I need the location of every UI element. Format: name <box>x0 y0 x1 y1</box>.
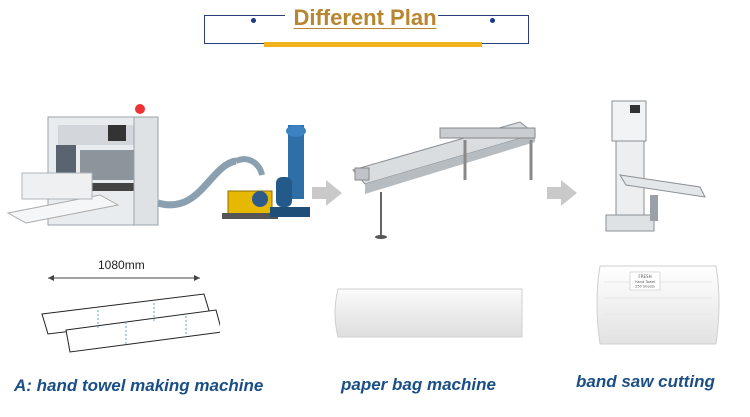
step-label-paper-bag-machine: paper bag machine <box>341 375 496 394</box>
product-sticker-line1: FRESH <box>638 274 651 279</box>
product-sticker <box>629 271 661 291</box>
step-label-hand-towel-machine: A: hand towel making machine <box>14 376 264 395</box>
title-frame-left <box>204 15 285 44</box>
hand-towel-machine-image <box>6 104 310 226</box>
product-sticker-line2: Hand Towel <box>635 280 655 284</box>
product-sticker-line3: 250 Sheets <box>635 285 655 289</box>
folded-towel-diagram <box>41 275 220 353</box>
title-underline-bar <box>264 42 482 47</box>
band-saw-machine-image <box>605 100 706 232</box>
step-label-band-saw-cutting: band saw cutting <box>576 372 715 391</box>
towel-stack-image: FRESH Hand Towel 250 Sheets <box>596 265 720 345</box>
paper-log-image <box>334 288 523 338</box>
title-dot-left <box>251 18 256 23</box>
title-dot-right <box>490 18 495 23</box>
page-title: Different Plan <box>293 5 437 30</box>
dimension-label: 1080mm <box>98 258 145 272</box>
arrow-right-icon <box>547 180 577 206</box>
title-frame-right <box>438 15 529 44</box>
arrow-right-icon <box>312 180 342 206</box>
paper-bag-machine-image <box>352 121 537 239</box>
